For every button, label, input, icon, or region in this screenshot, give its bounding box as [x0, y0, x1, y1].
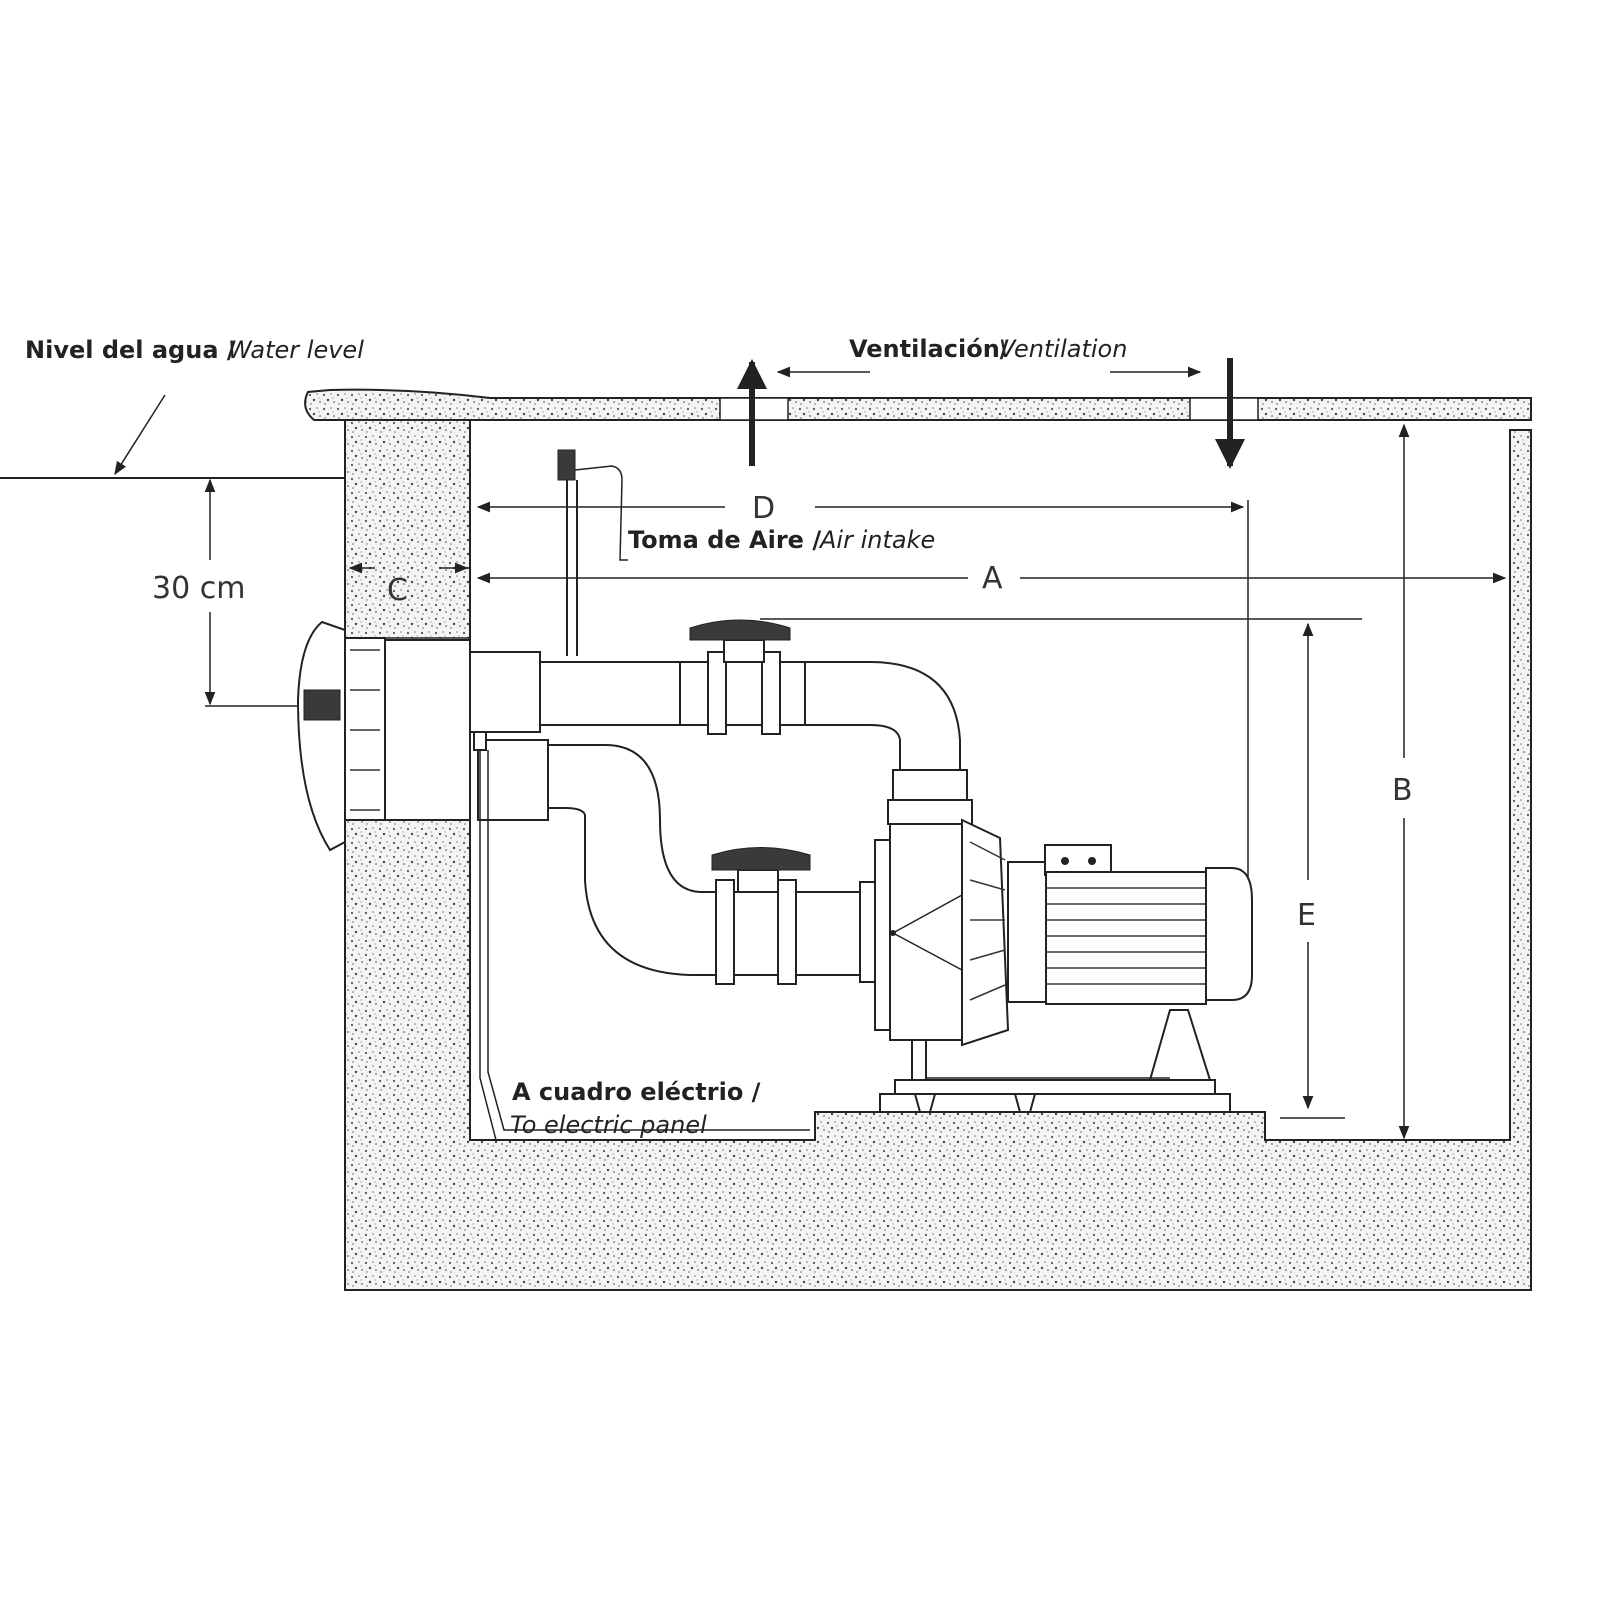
air-intake-label-es: Toma de Aire /	[628, 526, 821, 554]
dimension-d-label: D	[752, 491, 775, 526]
dimension-a-label: A	[982, 561, 1003, 596]
water-level-label-en: Water level	[228, 336, 364, 364]
svg-text:Ventilación/: Ventilación/	[849, 335, 1009, 363]
depth-dimension: 30 cm	[152, 478, 305, 707]
electric-label-es: A cuadro eléctrio /	[512, 1078, 761, 1106]
svg-text:Air intake: Air intake	[818, 526, 935, 554]
svg-text:To electric panel: To electric panel	[510, 1111, 707, 1139]
pump	[874, 799, 1047, 1047]
ventilation: Ventilación/ Ventilation	[737, 335, 1245, 469]
dimension-b: B	[1392, 423, 1413, 1140]
svg-text:Water level: Water level	[228, 336, 364, 364]
depth-value: 30 cm	[152, 571, 245, 606]
motor	[1044, 844, 1253, 1005]
svg-text:Ventilation: Ventilation	[999, 335, 1127, 363]
air-intake: Toma de Aire / Air intake	[557, 449, 935, 656]
pump-base	[879, 1009, 1231, 1113]
wall-fitting	[296, 620, 471, 852]
dimension-e-label: E	[1297, 898, 1316, 933]
electric-cable: A cuadro eléctrio / To electric panel	[473, 731, 815, 1141]
svg-text:Toma de Aire /: Toma de Aire /	[628, 526, 821, 554]
dimension-c-label: C	[387, 573, 408, 608]
lower-pipe	[477, 739, 883, 985]
dimension-b-label: B	[1392, 773, 1413, 808]
ventilation-label-en: Ventilation	[999, 335, 1127, 363]
upper-pipe	[469, 619, 968, 801]
dimension-a: A	[476, 561, 1507, 596]
water-level-label-es: Nivel del agua /	[25, 336, 236, 364]
electric-label-en: To electric panel	[510, 1111, 707, 1139]
air-intake-label-en: Air intake	[818, 526, 935, 554]
dimension-e: E	[760, 618, 1362, 1119]
dimension-c: C	[348, 562, 469, 608]
water-level: Nivel del agua / Water level	[0, 336, 364, 479]
dimension-d: D	[476, 491, 1249, 880]
svg-text:A cuadro eléctrio /: A cuadro eléctrio /	[512, 1078, 761, 1106]
svg-text:Nivel del agua /: Nivel del agua /	[25, 336, 236, 364]
ventilation-label-es: Ventilación/	[849, 335, 1009, 363]
